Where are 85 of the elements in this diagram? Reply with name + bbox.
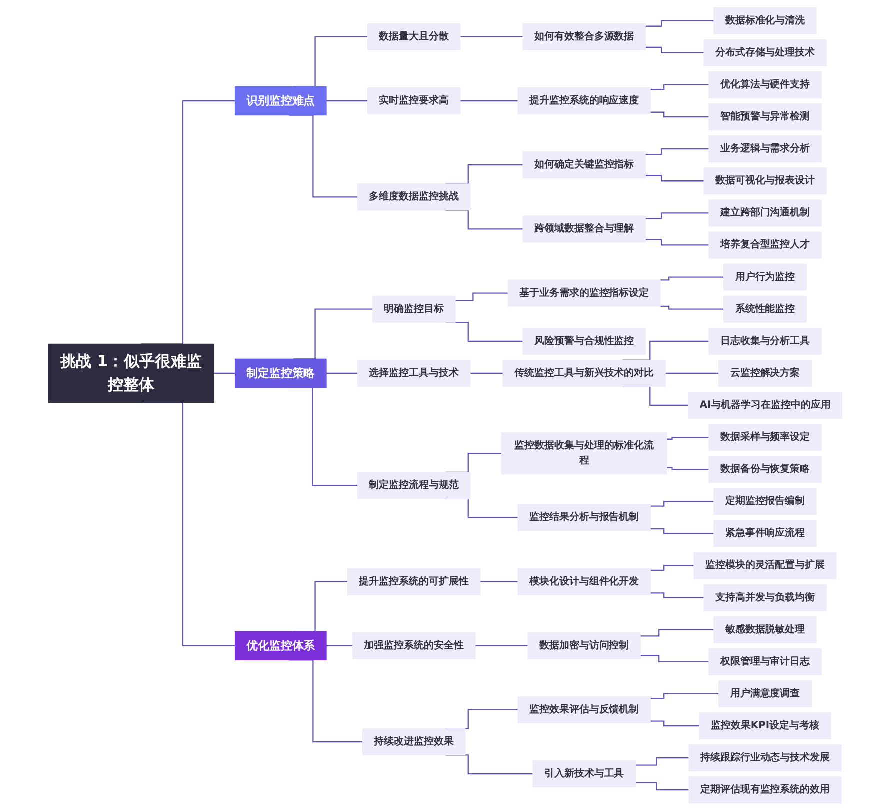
connector xyxy=(645,212,709,220)
node-box xyxy=(693,552,836,580)
connector xyxy=(474,645,528,646)
node-box xyxy=(723,296,806,323)
node-box xyxy=(708,424,822,452)
node-box xyxy=(502,360,666,387)
node-box xyxy=(688,776,842,804)
node-box xyxy=(723,264,806,291)
node-box xyxy=(357,360,470,387)
connector xyxy=(635,757,689,766)
connector xyxy=(660,276,724,281)
connector xyxy=(645,46,704,54)
node-box xyxy=(234,631,326,660)
connector xyxy=(650,592,704,598)
node-box xyxy=(708,136,822,163)
connector xyxy=(640,654,709,662)
node-box xyxy=(713,488,816,516)
node-box xyxy=(708,456,822,484)
node-box xyxy=(708,104,822,131)
node-box xyxy=(713,520,816,548)
connector xyxy=(645,20,714,27)
node-box xyxy=(517,504,650,532)
connector xyxy=(650,565,694,571)
connector xyxy=(635,782,689,791)
connector xyxy=(650,528,714,534)
node-box xyxy=(708,648,822,676)
node-box xyxy=(347,568,480,596)
connector xyxy=(666,467,709,470)
node-box xyxy=(713,616,816,644)
node-box xyxy=(517,696,650,724)
node-box xyxy=(703,39,826,66)
node-box xyxy=(527,632,640,660)
node-box xyxy=(234,86,326,116)
node-box xyxy=(713,7,816,34)
node-box xyxy=(362,728,466,756)
node-box xyxy=(366,23,460,50)
node-box xyxy=(366,87,460,115)
connector xyxy=(650,112,709,118)
connector xyxy=(665,372,718,374)
node-box xyxy=(688,392,842,420)
node-box xyxy=(718,360,812,387)
connector xyxy=(650,501,714,507)
connector xyxy=(650,693,718,700)
node-box xyxy=(708,71,822,98)
connector xyxy=(214,372,235,374)
connector xyxy=(326,645,352,646)
node-box xyxy=(708,232,822,259)
connector xyxy=(480,581,518,582)
connector xyxy=(326,100,368,102)
node-box xyxy=(703,584,826,612)
node-box xyxy=(517,87,650,115)
connector xyxy=(470,372,503,374)
connector xyxy=(650,720,700,727)
connector xyxy=(645,148,709,156)
node-box xyxy=(507,280,660,307)
connector xyxy=(460,36,523,38)
node-box xyxy=(357,184,470,211)
connector xyxy=(326,372,358,374)
node-box xyxy=(500,432,667,475)
connector xyxy=(650,84,709,90)
node-box xyxy=(688,744,842,772)
connector xyxy=(645,175,704,182)
connector xyxy=(666,436,709,440)
node-box xyxy=(352,632,476,660)
connector xyxy=(645,239,709,246)
node-box xyxy=(718,680,812,708)
mind-map: 挑战 1：似乎很难监控整体 识别监控难点 数据量大且分散 如何有效整合多源数据 数据标准化与清洗 分布式存储与处理技术 实时监控要求高 提升监控系统的响应速度 优化算法与硬件支持 智能预警与异常检测 多维度数据监控挑战 如何确定关键监控指标 业务逻辑与需求分析 数据可视化与报表设计 跨领域数据整合与理解 建立跨部门沟通机制 培养复合型监控人才 制定监控策略 明确监控目标 基于业务需求的监控指标设定 用户行为监控 系统性能监控 风险预警与合规性监控 选择监控工具与技术 传统监控工具与新兴技术的对比 日志收集与分析工具 云监控解决方案 AI与机器学习在监控中的应用 制定监控流程与规范 监控数据收集与处理的标准化流程 数据采样与频率设定 数据备份与恢复策略 监控结果分析与报告机制 定期监控报告编制 紧急事件响应流程 优化监控体系 提升监控系统的可扩展性 模块化设计与组件化开发 监控模块的灵活配置与扩展 支持高并发与负载均衡 加强监控系统的安全性 数据加密与访问控制 敏感数据脱敏处理 权限管理与审计日志 持续改进监控效果 监控效果评估与反馈机制 用户满意度调查 监控效果KPI设定与考核 引入新技术与工具 持续跟踪行业动态与技术发展 定期评估现有监控系统的效用 xyxy=(42,2,848,809)
connector xyxy=(454,292,508,302)
node-box xyxy=(372,296,456,323)
node-box xyxy=(708,200,822,227)
node-box xyxy=(357,472,470,500)
node-box xyxy=(517,568,650,596)
node-box xyxy=(522,23,646,50)
node-box xyxy=(698,712,831,740)
node-box xyxy=(234,358,326,388)
node-box xyxy=(522,328,646,355)
node-box xyxy=(532,760,636,788)
connector xyxy=(660,306,724,310)
node-box xyxy=(522,216,646,243)
node-box xyxy=(703,168,826,195)
node-box xyxy=(522,152,646,179)
connector xyxy=(460,100,518,102)
node-box xyxy=(48,344,214,403)
connector xyxy=(640,629,714,637)
node-box xyxy=(708,328,822,355)
